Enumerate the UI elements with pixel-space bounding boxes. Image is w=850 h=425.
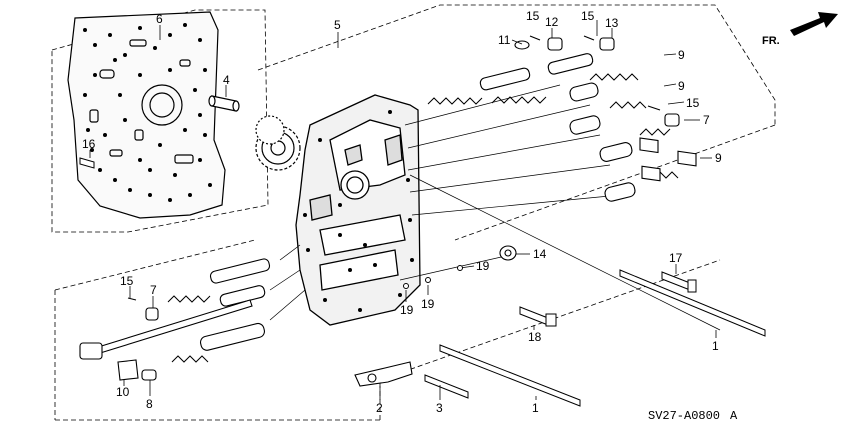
callout-15-c: 15 — [686, 96, 700, 110]
detent-plate — [117, 359, 139, 381]
separator-plate-holes — [83, 23, 212, 202]
callout-9-c: 9 — [715, 151, 722, 165]
callout-3: 3 — [436, 401, 443, 415]
callout-2: 2 — [376, 401, 383, 415]
callout-1-a: 1 — [712, 339, 719, 353]
callout-8: 8 — [146, 397, 153, 411]
bolt-3 — [424, 374, 469, 399]
retainer-plates — [639, 137, 697, 182]
callout-9-b: 9 — [678, 79, 685, 93]
callout-7-a: 7 — [703, 113, 710, 127]
callout-15-b: 15 — [581, 9, 595, 23]
callout-15-a: 15 — [526, 9, 540, 23]
pump-gear — [255, 115, 301, 171]
callout-14: 14 — [533, 247, 547, 261]
lever-2 — [354, 361, 413, 387]
upper-springs — [427, 73, 679, 179]
callout-4: 4 — [223, 73, 230, 87]
callout-19-a: 19 — [476, 259, 490, 273]
dowel-pin — [208, 95, 240, 112]
leader-lines — [89, 20, 717, 400]
o-ring-markers — [403, 265, 463, 289]
callout-19-b: 19 — [400, 303, 414, 317]
bolt-18 — [519, 306, 557, 327]
callout-17: 17 — [669, 251, 683, 265]
callout-13: 13 — [605, 16, 619, 30]
bolt-17 — [661, 271, 697, 293]
callout-9-a: 9 — [678, 48, 685, 62]
diagram-code-suffix: A — [730, 409, 738, 423]
valve-bore-lines — [269, 84, 721, 331]
main-valve-body — [295, 94, 421, 326]
front-direction-label: FR. — [762, 35, 780, 47]
upper-spools — [479, 53, 636, 202]
callout-10: 10 — [116, 385, 130, 399]
cap-nut — [499, 245, 517, 261]
callout-5: 5 — [334, 18, 341, 32]
spring-pin-left — [127, 297, 137, 301]
front-direction-arrow-icon — [790, 12, 838, 36]
callout-1-b: 1 — [532, 401, 539, 415]
callout-18: 18 — [528, 330, 542, 344]
cap-7-left — [145, 307, 159, 321]
valve-caps — [514, 37, 680, 127]
callout-11: 11 — [498, 33, 511, 47]
callout-16: 16 — [82, 137, 96, 151]
callout-7-b: 7 — [150, 283, 157, 297]
separator-plate — [67, 11, 226, 219]
callout-12: 12 — [545, 15, 559, 29]
long-bolts — [439, 269, 766, 407]
lower-springs — [167, 295, 211, 363]
lower-spools — [199, 258, 271, 351]
callout-labels: 6 5 4 16 15 15 11 12 13 9 9 15 7 9 14 19… — [82, 9, 722, 415]
small-pin — [79, 157, 95, 169]
plug-8 — [141, 369, 157, 381]
callout-19-c: 19 — [421, 297, 435, 311]
callout-15-d: 15 — [120, 274, 134, 288]
callout-6: 6 — [156, 12, 163, 26]
manual-valve-rod — [79, 299, 253, 360]
spring-pins-right — [529, 35, 661, 111]
main-valve-body-details — [303, 110, 414, 312]
diagram-code: SV27-A0800 — [648, 409, 720, 423]
